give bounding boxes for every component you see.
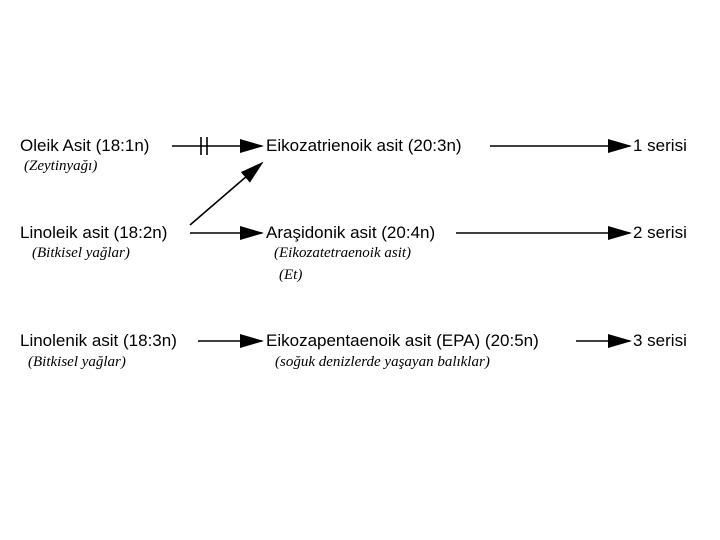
product-note-arasidonik: (Eikozatetraenoik asit): [274, 245, 412, 261]
product-note2-arasidonik: (Et): [279, 267, 303, 283]
arrow-linoleic-to-eikozatrienoik: [189, 161, 264, 226]
series-2: 2 serisi: [633, 223, 687, 242]
product-epa: Eikozapentaenoik asit (EPA) (20:5n): [266, 331, 539, 350]
source-oleic: Oleik Asit (18:1n): [20, 136, 150, 155]
series-1: 1 serisi: [633, 136, 687, 155]
source-note-oleic: (Zeytinyağı): [24, 158, 98, 174]
source-linoleic: Linoleik asit (18:2n): [20, 223, 168, 242]
source-note-linolenic: (Bitkisel yağlar): [28, 354, 126, 370]
product-eikozatrienoik: Eikozatrienoik asit (20:3n): [266, 136, 462, 155]
product-arasidonik: Araşidonik asit (20:4n): [266, 223, 436, 242]
source-note-linoleic: (Bitkisel yağlar): [32, 245, 130, 261]
series-3: 3 serisi: [633, 331, 687, 350]
product-note-epa: (soğuk denizlerde yaşayan balıklar): [275, 354, 490, 370]
source-linolenic: Linolenik asit (18:3n): [20, 331, 177, 350]
